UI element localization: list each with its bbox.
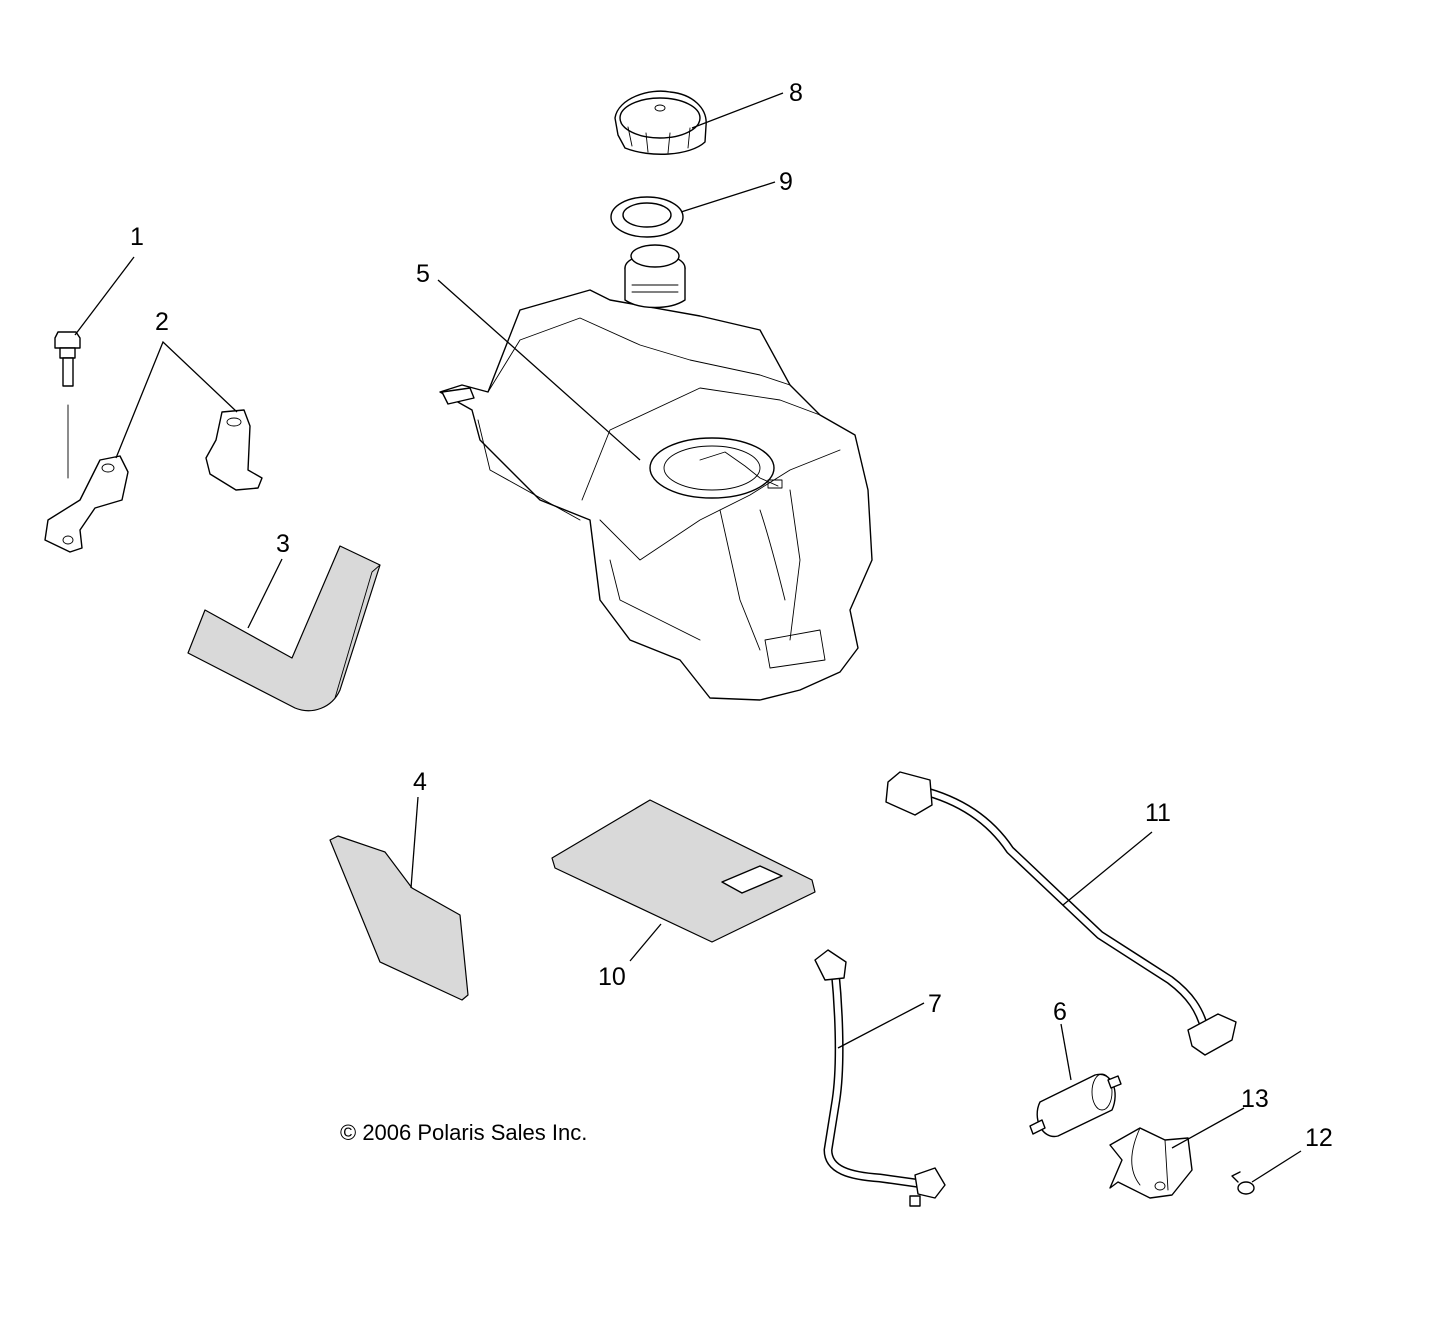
fuel-line-7-drawing bbox=[814, 949, 946, 1207]
filter-clip-drawing bbox=[1109, 1127, 1193, 1199]
copyright-notice: © 2006 Polaris Sales Inc. bbox=[340, 1120, 588, 1145]
callout-7: 7 bbox=[928, 990, 942, 1018]
fuel-cap-drawing bbox=[614, 90, 707, 155]
callout-2: 2 bbox=[155, 308, 169, 336]
bracket-drawing-left bbox=[44, 455, 129, 553]
callout-8: 8 bbox=[789, 79, 803, 107]
fuel-filter-drawing bbox=[1029, 1073, 1122, 1138]
callout-3: 3 bbox=[276, 530, 290, 558]
callout-1: 1 bbox=[130, 223, 144, 251]
callout-5: 5 bbox=[416, 260, 430, 288]
bolt-drawing bbox=[54, 331, 81, 479]
callout-4: 4 bbox=[413, 768, 427, 796]
bracket-drawing-right bbox=[205, 409, 263, 491]
callout-6: 6 bbox=[1053, 998, 1067, 1026]
strip-drawing bbox=[187, 545, 381, 712]
fuel-tank-drawing bbox=[439, 244, 873, 701]
fuel-line-11-drawing bbox=[885, 771, 1237, 1056]
leader-lines bbox=[74, 92, 1302, 1183]
screw-drawing bbox=[1231, 1171, 1255, 1195]
callout-labels: 1 2 3 4 5 6 7 8 9 10 11 12 13 bbox=[130, 79, 1333, 1152]
pad-drawing bbox=[329, 835, 469, 1001]
plate-drawing bbox=[551, 799, 816, 943]
callout-11: 11 bbox=[1145, 799, 1171, 827]
callout-9: 9 bbox=[779, 168, 793, 196]
callout-13: 13 bbox=[1241, 1085, 1269, 1113]
callout-12: 12 bbox=[1305, 1124, 1333, 1152]
callout-10: 10 bbox=[598, 963, 626, 991]
gasket-drawing bbox=[610, 196, 684, 238]
